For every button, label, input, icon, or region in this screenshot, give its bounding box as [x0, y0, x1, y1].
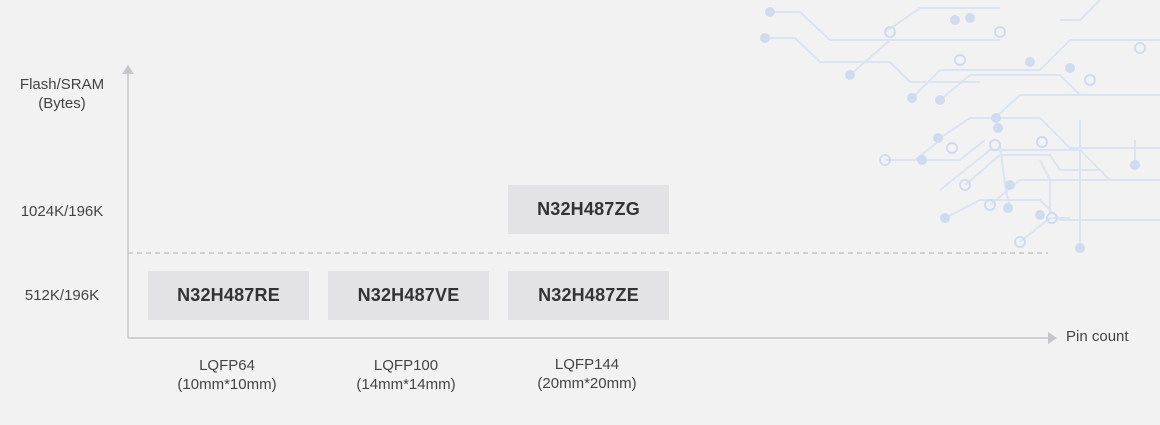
y-axis-title: Flash/SRAM (Bytes)	[10, 75, 114, 113]
part-chip-n32h487re: N32H487RE	[148, 271, 309, 320]
package-name: LQFP144	[554, 356, 620, 373]
x-axis-arrow-icon	[1048, 332, 1057, 344]
y-axis-arrow-icon	[122, 65, 134, 74]
y-axis-title-line2: (Bytes)	[38, 95, 86, 112]
y-level-1024k: 1024K/196K	[20, 203, 104, 220]
package-size: (14mm*14mm)	[356, 376, 456, 393]
part-chip-n32h487zg: N32H487ZG	[508, 185, 669, 234]
package-size: (10mm*10mm)	[177, 376, 277, 393]
x-package-lqfp144: LQFP144 (20mm*20mm)	[507, 355, 667, 393]
package-name: LQFP100	[373, 357, 439, 374]
part-chip-n32h487ze: N32H487ZE	[508, 271, 669, 320]
x-package-lqfp100: LQFP100 (14mm*14mm)	[326, 356, 486, 394]
circuit-decoration-icon	[760, 0, 1160, 253]
package-name: LQFP64	[199, 357, 255, 374]
x-package-lqfp64: LQFP64 (10mm*10mm)	[147, 356, 307, 394]
y-axis-title-line1: Flash/SRAM	[19, 76, 105, 93]
y-level-512k: 512K/196K	[24, 287, 100, 304]
package-size: (20mm*20mm)	[537, 375, 637, 392]
part-chip-n32h487ve: N32H487VE	[328, 271, 489, 320]
x-axis-title: Pin count	[1066, 328, 1129, 345]
